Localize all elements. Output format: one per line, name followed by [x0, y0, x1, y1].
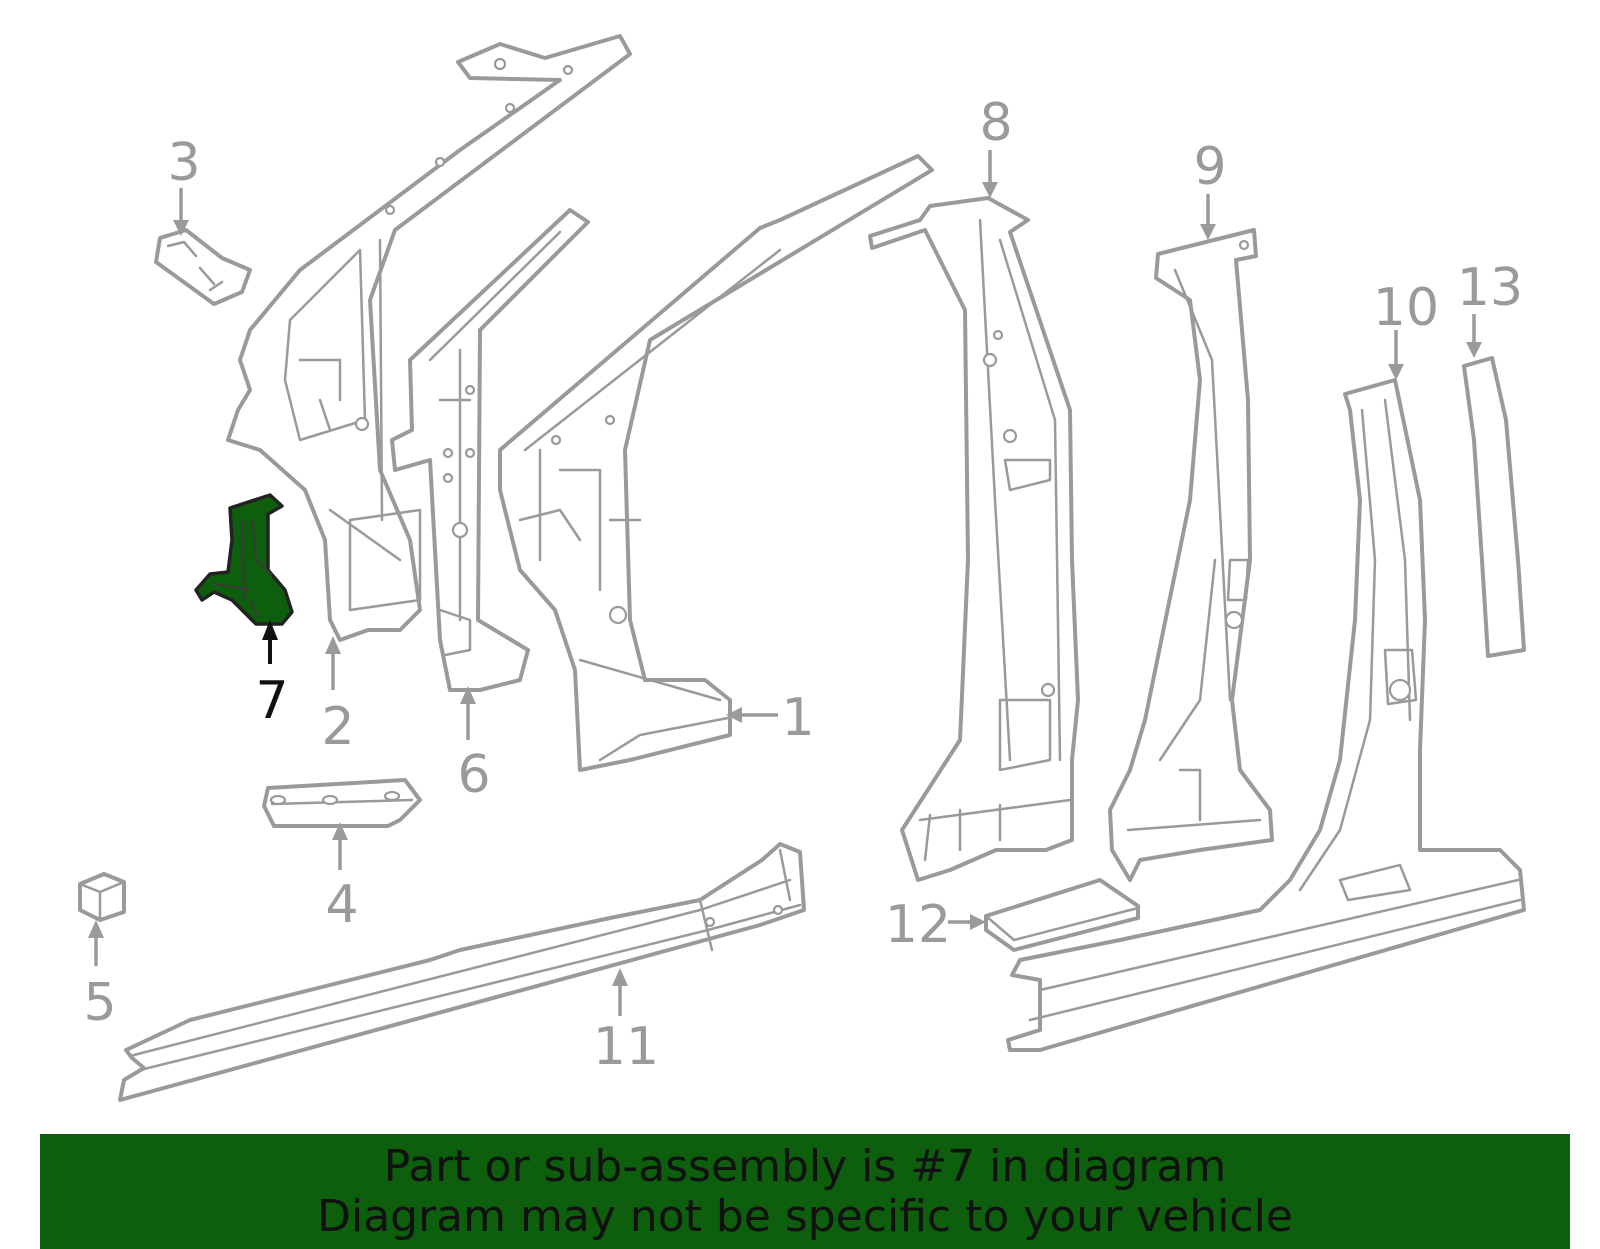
- callout-6: 6: [457, 745, 490, 805]
- part-7-highlighted[interactable]: [194, 493, 294, 626]
- callout-5: 5: [83, 973, 116, 1033]
- part-4[interactable]: [262, 778, 422, 828]
- callout-8: 8: [979, 93, 1012, 153]
- banner-line-2: Diagram may not be specific to your vehi…: [317, 1190, 1293, 1242]
- banner-line-1: Part or sub-assembly is #7 in diagram: [383, 1140, 1227, 1192]
- callout-7: 7: [255, 671, 288, 731]
- part-3[interactable]: [154, 228, 252, 306]
- callout-3: 3: [167, 133, 200, 193]
- callout-10: 10: [1373, 278, 1439, 338]
- callout-11: 11: [593, 1017, 659, 1077]
- callout-4: 4: [325, 875, 358, 935]
- info-banner: Part or sub-assembly is #7 in diagram Di…: [40, 1134, 1570, 1249]
- part-12[interactable]: [984, 878, 1140, 952]
- leader-lines: [88, 150, 1482, 1016]
- part-6[interactable]: [390, 208, 590, 692]
- callout-13: 13: [1457, 258, 1523, 318]
- callout-2: 2: [321, 697, 354, 757]
- callout-numbers: 3 2 6 1 8 9 10 13 12 4 5 11 7: [83, 93, 1523, 1077]
- part-9[interactable]: [1108, 228, 1274, 882]
- part-1[interactable]: [498, 154, 934, 772]
- callout-1: 1: [781, 688, 814, 748]
- part-10[interactable]: [1006, 378, 1526, 1052]
- part-2[interactable]: [226, 34, 632, 642]
- part-11[interactable]: [118, 842, 806, 1102]
- part-8[interactable]: [868, 196, 1080, 882]
- part-13[interactable]: [1462, 356, 1526, 658]
- callout-9: 9: [1193, 137, 1226, 197]
- part-5[interactable]: [78, 872, 126, 922]
- callout-12: 12: [885, 895, 951, 955]
